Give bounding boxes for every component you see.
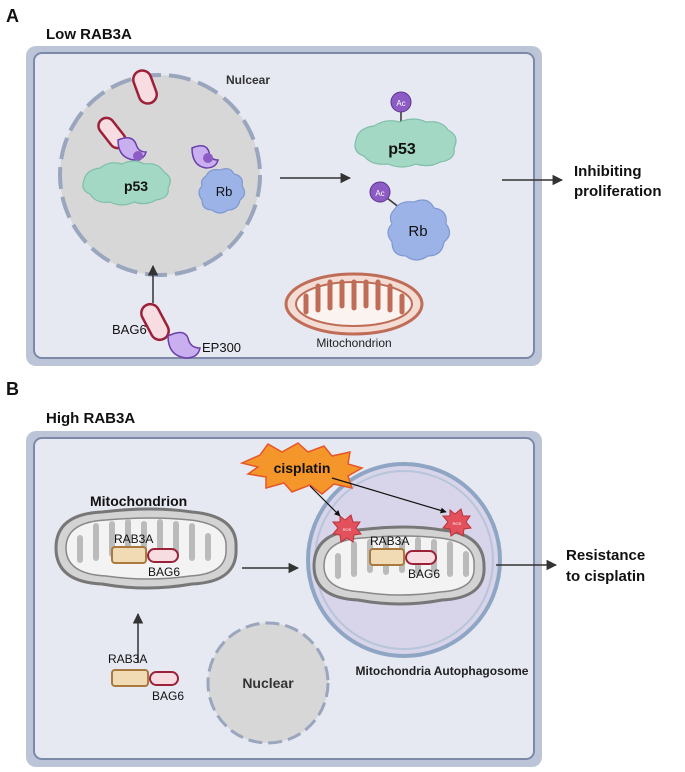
- ac-label-p53: Ac: [396, 99, 405, 108]
- rab3a-box-left: [111, 546, 147, 564]
- p53-protein-cyto: [354, 118, 457, 168]
- panel-a-letter: A: [6, 6, 19, 26]
- autophagosome-label: Mitochondria Autophagosome: [356, 664, 529, 678]
- ros-label-left: ROS: [343, 527, 352, 532]
- bag6-label-left: BAG6: [148, 565, 180, 579]
- panel-b: B High RAB3A Mitochondrion RAB3A BAG6 RA…: [6, 379, 645, 767]
- ros-burst-left: ROS: [331, 514, 362, 543]
- p53-protein-nucleus: [82, 160, 171, 206]
- panel-b-title: High RAB3A: [46, 410, 135, 427]
- ac-circle-p53: [390, 91, 412, 113]
- rab3a-label-left: RAB3A: [114, 532, 153, 546]
- p53-label-nucleus: p53: [124, 178, 148, 194]
- p53-label-cyto: p53: [388, 141, 416, 158]
- bag6-label-a: BAG6: [112, 322, 147, 337]
- mito-b-label: Mitochondrion: [90, 493, 187, 509]
- nucleus-a-label: Nulcear: [226, 73, 270, 87]
- rb-protein-cyto: [387, 199, 451, 261]
- bag6-pill-free: [149, 671, 179, 686]
- bag6-capsule-complex: [140, 302, 170, 342]
- nucleus-b: [206, 621, 330, 745]
- ac-dot-rb: [203, 153, 213, 163]
- mitochondrion-a: [284, 272, 424, 336]
- arrow-cisplatin-ros-right: [331, 477, 447, 514]
- bag6-capsule-free: [132, 69, 158, 105]
- bag6-pill-left: [147, 548, 179, 563]
- ros-label-right: ROS: [453, 521, 462, 526]
- outcome-b-line1: Resistance: [566, 547, 645, 564]
- ac-circle-rb: [369, 181, 391, 203]
- rab3a-label-right: RAB3A: [370, 534, 409, 548]
- cisplatin-label: cisplatin: [274, 460, 331, 476]
- ep300-cup-complex: [167, 331, 201, 359]
- panel-a-title: Low RAB3A: [46, 26, 132, 43]
- rb-protein-nucleus: [198, 168, 246, 214]
- mito-a-label: Mitochondrion: [316, 336, 391, 350]
- ros-burst-right: ROS: [441, 508, 472, 537]
- nucleus-b-label: Nuclear: [242, 675, 294, 691]
- rb-label-nucleus: Rb: [216, 184, 233, 199]
- bag6-label-right: BAG6: [408, 567, 440, 581]
- rb-label-cyto: Rb: [408, 223, 427, 240]
- panel-a: A Low RAB3A Nulcear p53 Rb Ac p53: [6, 6, 662, 366]
- outcome-a-line1: Inhibiting: [574, 163, 641, 180]
- bag6-pill-right: [405, 550, 437, 565]
- rab3a-label-free: RAB3A: [108, 652, 147, 666]
- ac-label-rb: Ac: [375, 189, 384, 198]
- ac-dot-p53: [133, 151, 143, 161]
- outcome-a-line2: proliferation: [574, 183, 662, 200]
- rab3a-box-free: [111, 669, 149, 687]
- arrow-cisplatin-ros-left: [309, 485, 341, 517]
- outcome-b-line2: to cisplatin: [566, 568, 645, 585]
- ep300-label: EP300: [202, 340, 241, 355]
- rab3a-box-right: [369, 548, 405, 566]
- panel-b-letter: B: [6, 379, 19, 399]
- bag6-label-free: BAG6: [152, 689, 184, 703]
- cisplatin-burst: [239, 442, 364, 495]
